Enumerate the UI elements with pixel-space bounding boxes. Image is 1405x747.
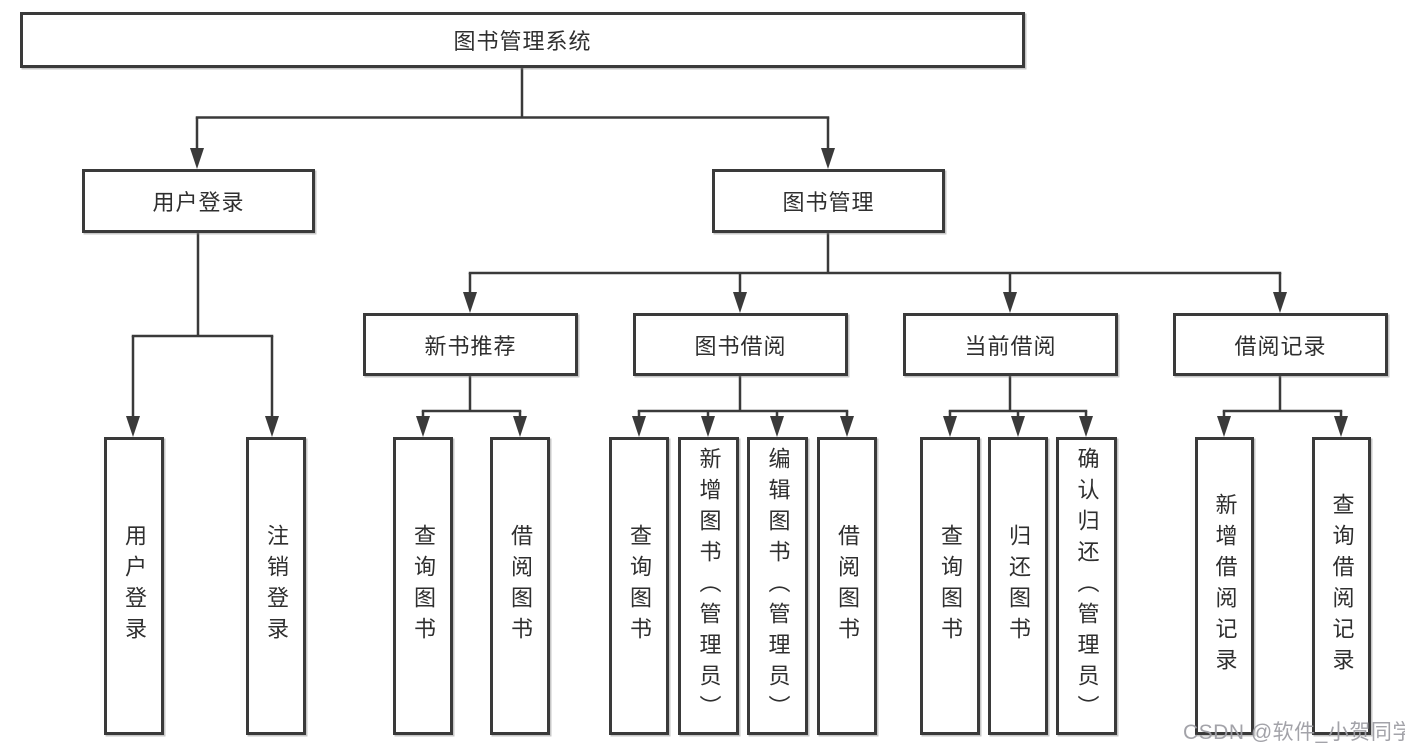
connector-userlogin-to-leaves [126,233,279,437]
node-label: 用户登录 [122,524,147,648]
node-label: 注销登录 [264,524,289,648]
node-label: 查询图书 [938,524,963,648]
node-label: 查询图书 [627,524,652,648]
connector-records-to-leaves [1217,376,1348,437]
node-book-borrowing: 图书借阅 [633,313,848,376]
node-label: 借阅图书 [508,524,533,648]
leaf-add-borrow-record: 新增借阅记录 [1195,437,1254,735]
leaf-return-books: 归还图书 [988,437,1048,735]
leaf-add-books-admin: 新增图书（管理员） [678,437,739,735]
node-label: 图书管理系统 [453,29,592,54]
connector-current-to-leaves [943,376,1093,437]
leaf-confirm-return-admin: 确认归还（管理员） [1056,437,1117,735]
connector-root-to-level2 [190,68,835,169]
node-user-login: 用户登录 [82,169,315,233]
leaf-borrow-books-1: 借阅图书 [490,437,550,735]
node-system-root: 图书管理系统 [20,12,1025,68]
node-label: 新书推荐 [424,333,517,359]
leaf-query-borrow-record: 查询借阅记录 [1312,437,1371,735]
node-borrowing-records: 借阅记录 [1173,313,1388,376]
node-label: 确认归还（管理员） [1074,446,1100,726]
node-current-borrowing: 当前借阅 [903,313,1118,376]
leaf-user-login: 用户登录 [104,437,164,735]
node-label: 图书借阅 [694,333,787,359]
node-label: 编辑图书（管理员） [765,446,791,726]
node-label: 查询借阅记录 [1329,493,1355,679]
node-label: 用户登录 [152,190,245,215]
node-label: 新增图书（管理员） [696,446,722,726]
leaf-query-books-2: 查询图书 [609,437,669,735]
node-label: 借阅图书 [835,524,860,648]
node-new-book-recommend: 新书推荐 [363,313,578,376]
node-label: 新增借阅记录 [1212,493,1238,679]
node-label: 归还图书 [1006,524,1031,648]
node-label: 借阅记录 [1234,333,1327,359]
leaf-logout: 注销登录 [246,437,306,735]
node-label: 查询图书 [411,524,436,648]
node-label: 图书管理 [782,190,875,215]
node-label: 当前借阅 [964,333,1057,359]
leaf-query-books-1: 查询图书 [393,437,453,735]
node-book-management: 图书管理 [712,169,945,233]
csdn-watermark: CSDN @软件_小贺同学 [1183,721,1405,744]
leaf-query-books-3: 查询图书 [920,437,980,735]
connector-borrow-to-leaves [632,376,854,437]
connector-bookmgmt-to-level3 [463,233,1287,313]
leaf-edit-books-admin: 编辑图书（管理员） [747,437,808,735]
connector-newbook-to-leaves [416,376,527,437]
leaf-borrow-books-2: 借阅图书 [817,437,877,735]
